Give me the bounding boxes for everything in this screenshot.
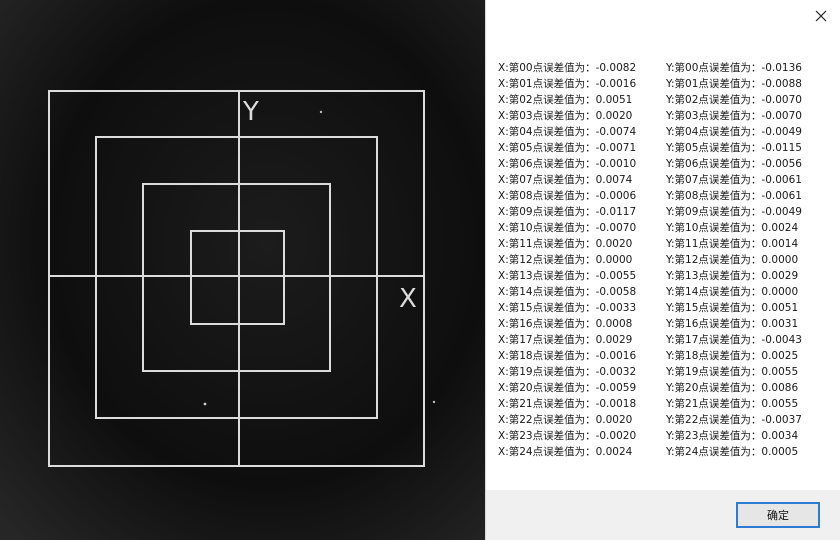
- y-error-value: Y:第12点误差值为：0.0000: [666, 254, 799, 266]
- x-error-value: X:第23点误差值为：-0.0020: [498, 430, 637, 442]
- error-row: X:第09点误差值为：-0.0117 Y:第09点误差值为：-0.0049: [498, 204, 828, 220]
- error-row: X:第16点误差值为：0.0008 Y:第16点误差值为：0.0031: [498, 316, 828, 332]
- error-row: X:第23点误差值为：-0.0020 Y:第23点误差值为：0.0034: [498, 428, 828, 444]
- x-error-value: X:第00点误差值为：-0.0082: [498, 62, 637, 74]
- x-axis-label: X: [399, 284, 417, 314]
- ok-button[interactable]: 确定: [736, 502, 820, 528]
- y-error-value: Y:第19点误差值为：0.0055: [666, 366, 799, 378]
- x-error-value: X:第15点误差值为：-0.0033: [498, 302, 637, 314]
- x-error-value: X:第05点误差值为：-0.0071: [498, 142, 637, 154]
- y-error-value: Y:第24点误差值为：0.0005: [666, 446, 799, 458]
- error-row: X:第14点误差值为：-0.0058 Y:第14点误差值为：0.0000: [498, 284, 828, 300]
- error-row: X:第18点误差值为：-0.0016 Y:第18点误差值为：0.0025: [498, 348, 828, 364]
- x-error-value: X:第19点误差值为：-0.0032: [498, 366, 637, 378]
- x-error-value: X:第13点误差值为：-0.0055: [498, 270, 637, 282]
- y-error-value: Y:第09点误差值为：-0.0049: [666, 206, 802, 218]
- error-row: X:第21点误差值为：-0.0018 Y:第21点误差值为：0.0055: [498, 396, 828, 412]
- x-error-value: X:第07点误差值为：0.0074: [498, 174, 633, 186]
- y-error-value: Y:第07点误差值为：-0.0061: [666, 174, 802, 186]
- x-error-value: X:第21点误差值为：-0.0018: [498, 398, 637, 410]
- y-error-value: Y:第15点误差值为：0.0051: [666, 302, 799, 314]
- y-error-value: Y:第21点误差值为：0.0055: [666, 398, 799, 410]
- error-row: X:第17点误差值为：0.0029 Y:第17点误差值为：-0.0043: [498, 332, 828, 348]
- x-error-value: X:第08点误差值为：-0.0006: [498, 190, 637, 202]
- error-row: X:第03点误差值为：0.0020 Y:第03点误差值为：-0.0070: [498, 108, 828, 124]
- y-error-value: Y:第16点误差值为：0.0031: [666, 318, 799, 330]
- y-error-value: Y:第06点误差值为：-0.0056: [666, 158, 802, 170]
- y-error-value: Y:第18点误差值为：0.0025: [666, 350, 799, 362]
- error-row: X:第07点误差值为：0.0074 Y:第07点误差值为：-0.0061: [498, 172, 828, 188]
- y-axis-label: Y: [242, 97, 259, 127]
- noise-speck: [319, 110, 323, 114]
- error-row: X:第20点误差值为：-0.0059 Y:第20点误差值为：0.0086: [498, 380, 828, 396]
- error-row: X:第10点误差值为：-0.0070 Y:第10点误差值为：0.0024: [498, 220, 828, 236]
- y-error-value: Y:第13点误差值为：0.0029: [666, 270, 799, 282]
- error-row: X:第01点误差值为：-0.0016 Y:第01点误差值为：-0.0088: [498, 76, 828, 92]
- x-error-value: X:第16点误差值为：0.0008: [498, 318, 633, 330]
- x-error-value: X:第04点误差值为：-0.0074: [498, 126, 637, 138]
- y-error-value: Y:第14点误差值为：0.0000: [666, 286, 799, 298]
- error-row: X:第22点误差值为：0.0020 Y:第22点误差值为：-0.0037: [498, 412, 828, 428]
- y-error-value: Y:第10点误差值为：0.0024: [666, 222, 799, 234]
- outer-square: [48, 90, 425, 467]
- close-icon: [815, 10, 827, 22]
- noise-speck: [432, 400, 436, 404]
- x-error-value: X:第03点误差值为：0.0020: [498, 110, 633, 122]
- x-error-value: X:第20点误差值为：-0.0059: [498, 382, 637, 394]
- calibration-image: Y X: [0, 0, 485, 540]
- y-error-value: Y:第17点误差值为：-0.0043: [666, 334, 802, 346]
- inner-square: [190, 230, 285, 325]
- x-error-value: X:第01点误差值为：-0.0016: [498, 78, 637, 90]
- second-square: [95, 136, 378, 419]
- error-row: X:第00点误差值为：-0.0082 Y:第00点误差值为：-0.0136: [498, 60, 828, 76]
- y-error-value: Y:第11点误差值为：0.0014: [666, 238, 799, 250]
- error-row: X:第05点误差值为：-0.0071 Y:第05点误差值为：-0.0115: [498, 140, 828, 156]
- close-button[interactable]: [808, 4, 834, 28]
- error-row: X:第11点误差值为：0.0020 Y:第11点误差值为：0.0014: [498, 236, 828, 252]
- noise-speck: [203, 402, 207, 406]
- x-error-value: X:第10点误差值为：-0.0070: [498, 222, 637, 234]
- x-error-value: X:第12点误差值为：0.0000: [498, 254, 633, 266]
- y-error-value: Y:第08点误差值为：-0.0061: [666, 190, 802, 202]
- x-error-value: X:第09点误差值为：-0.0117: [498, 206, 637, 218]
- y-error-value: Y:第23点误差值为：0.0034: [666, 430, 799, 442]
- dialog-footer: 确定: [486, 490, 840, 540]
- error-row: X:第24点误差值为：0.0024 Y:第24点误差值为：0.0005: [498, 444, 828, 460]
- error-row: X:第12点误差值为：0.0000 Y:第12点误差值为：0.0000: [498, 252, 828, 268]
- x-error-value: X:第17点误差值为：0.0029: [498, 334, 633, 346]
- error-row: X:第08点误差值为：-0.0006 Y:第08点误差值为：-0.0061: [498, 188, 828, 204]
- third-square: [142, 183, 331, 372]
- image-background: [0, 0, 485, 540]
- y-error-value: Y:第20点误差值为：0.0086: [666, 382, 799, 394]
- y-error-value: Y:第02点误差值为：-0.0070: [666, 94, 802, 106]
- x-error-value: X:第02点误差值为：0.0051: [498, 94, 633, 106]
- y-error-value: Y:第00点误差值为：-0.0136: [666, 62, 802, 74]
- x-error-value: X:第22点误差值为：0.0020: [498, 414, 633, 426]
- error-row: X:第15点误差值为：-0.0033 Y:第15点误差值为：0.0051: [498, 300, 828, 316]
- y-error-value: Y:第04点误差值为：-0.0049: [666, 126, 802, 138]
- x-error-value: X:第24点误差值为：0.0024: [498, 446, 633, 458]
- y-error-value: Y:第05点误差值为：-0.0115: [666, 142, 802, 154]
- calibration-pattern: Y X: [0, 0, 485, 540]
- x-error-value: X:第14点误差值为：-0.0058: [498, 286, 637, 298]
- x-error-value: X:第06点误差值为：-0.0010: [498, 158, 637, 170]
- error-row: X:第13点误差值为：-0.0055 Y:第13点误差值为：0.0029: [498, 268, 828, 284]
- y-error-value: Y:第03点误差值为：-0.0070: [666, 110, 802, 122]
- y-error-value: Y:第01点误差值为：-0.0088: [666, 78, 802, 90]
- error-row: X:第02点误差值为：0.0051 Y:第02点误差值为：-0.0070: [498, 92, 828, 108]
- error-row: X:第04点误差值为：-0.0074 Y:第04点误差值为：-0.0049: [498, 124, 828, 140]
- y-error-value: Y:第22点误差值为：-0.0037: [666, 414, 802, 426]
- x-error-value: X:第11点误差值为：0.0020: [498, 238, 633, 250]
- x-error-value: X:第18点误差值为：-0.0016: [498, 350, 637, 362]
- error-row: X:第06点误差值为：-0.0010 Y:第06点误差值为：-0.0056: [498, 156, 828, 172]
- error-row: X:第19点误差值为：-0.0032 Y:第19点误差值为：0.0055: [498, 364, 828, 380]
